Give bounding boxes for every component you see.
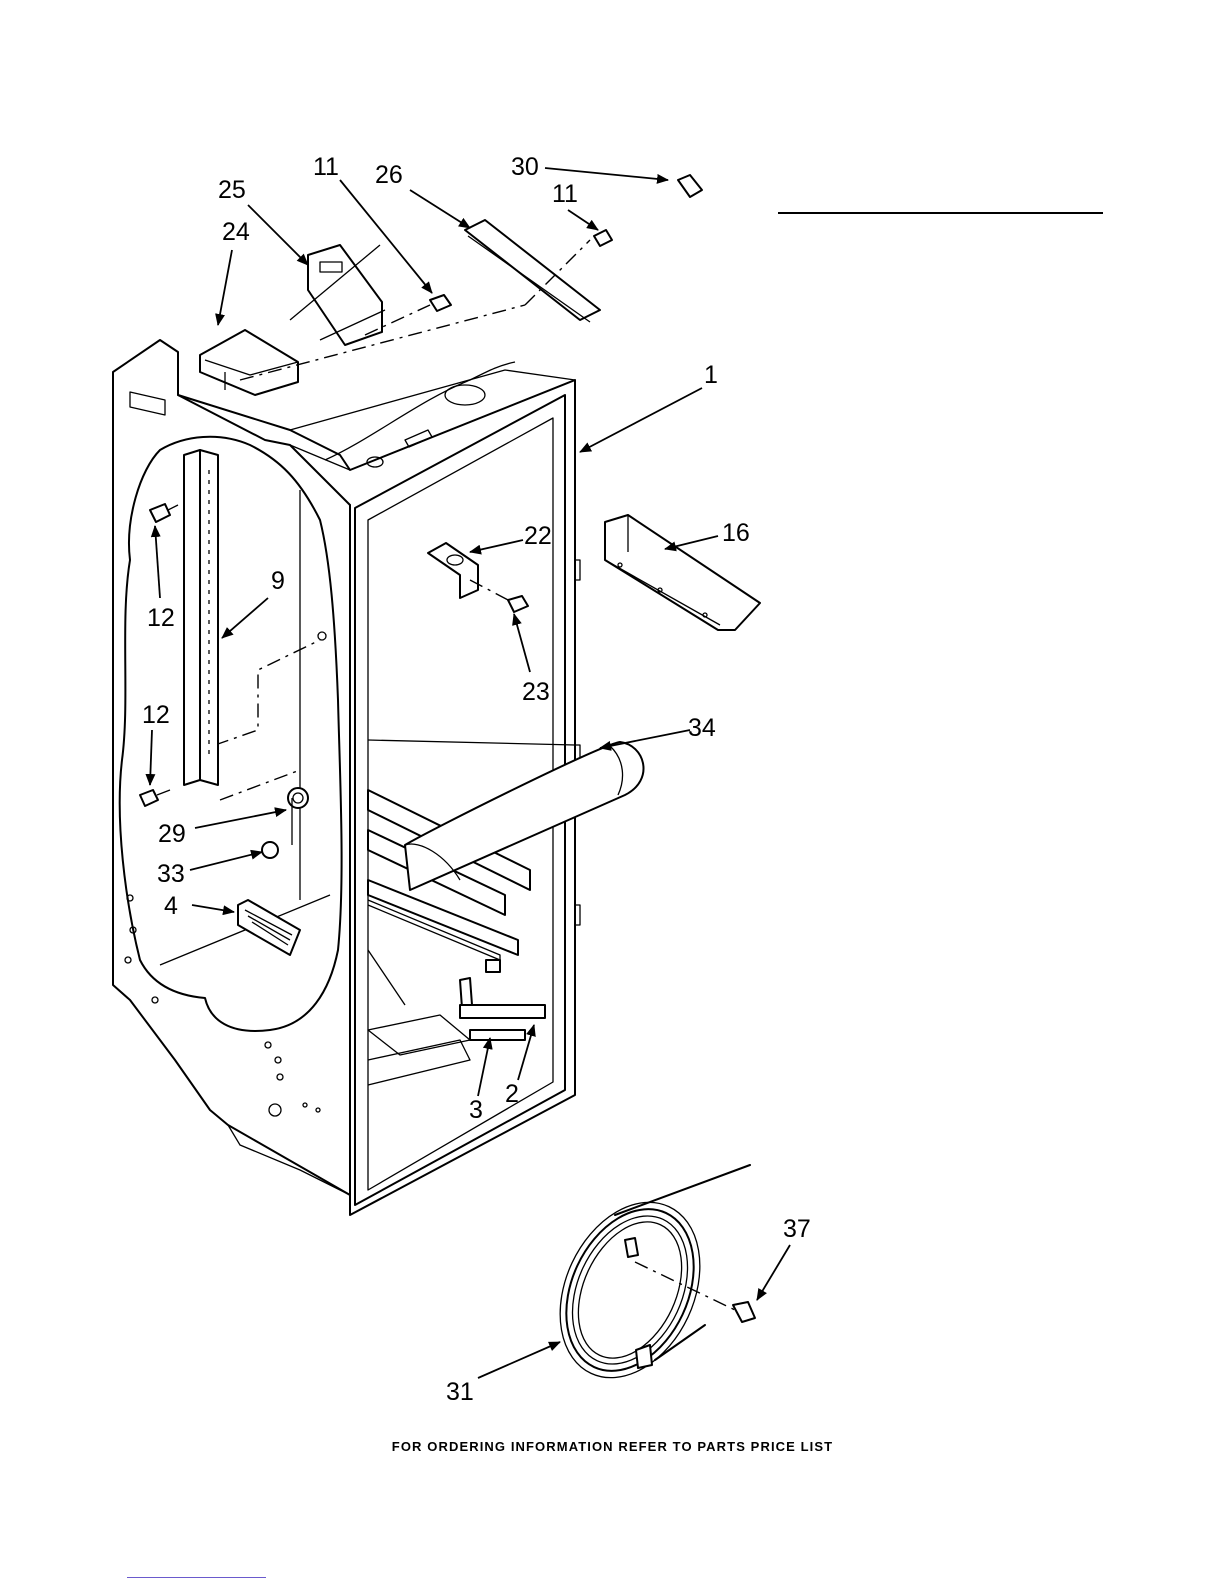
control-housing-part-24: [200, 330, 298, 395]
callout-22: 22: [524, 524, 552, 549]
callout-12-lower: 12: [142, 703, 170, 728]
callout-1: 1: [704, 363, 718, 388]
callout-3: 3: [469, 1098, 483, 1123]
page-link-underline: [127, 1577, 266, 1578]
callout-16: 16: [722, 521, 750, 546]
callout-31: 31: [446, 1380, 474, 1405]
callout-4: 4: [164, 894, 178, 919]
shelf-rail-part-9: [184, 450, 218, 785]
screw-part-12-upper: [150, 504, 178, 522]
callout-33: 33: [157, 862, 185, 887]
callout-26: 26: [375, 163, 403, 188]
light-bulb-part-33: [262, 842, 278, 858]
top-rail-part-26: [465, 220, 600, 322]
header-rule: [778, 212, 1103, 214]
screw-part-23: [508, 596, 528, 612]
callout-29: 29: [158, 822, 186, 847]
callout-30: 30: [511, 155, 539, 180]
screw-part-11-right: [594, 230, 612, 246]
callout-23: 23: [522, 680, 550, 705]
callout-11-right: 11: [552, 182, 578, 207]
callout-37: 37: [783, 1217, 811, 1242]
callout-11-left: 11: [313, 155, 339, 180]
ordering-info-note: FOR ORDERING INFORMATION REFER TO PARTS …: [0, 1439, 1225, 1454]
callout-12-upper: 12: [147, 606, 175, 631]
callout-25: 25: [218, 178, 246, 203]
light-socket-part-29: [288, 788, 308, 845]
screw-part-11-left: [430, 295, 451, 311]
clip-part-30: [678, 175, 702, 197]
callout-24: 24: [222, 220, 250, 245]
water-tubing-coil-part-31: [533, 1165, 750, 1400]
screw-part-37: [733, 1302, 755, 1322]
callout-9: 9: [271, 569, 285, 594]
vent-grille-part-4: [238, 900, 300, 955]
callout-34: 34: [688, 716, 716, 741]
callout-2: 2: [505, 1082, 519, 1107]
screw-part-12-lower: [140, 790, 170, 806]
